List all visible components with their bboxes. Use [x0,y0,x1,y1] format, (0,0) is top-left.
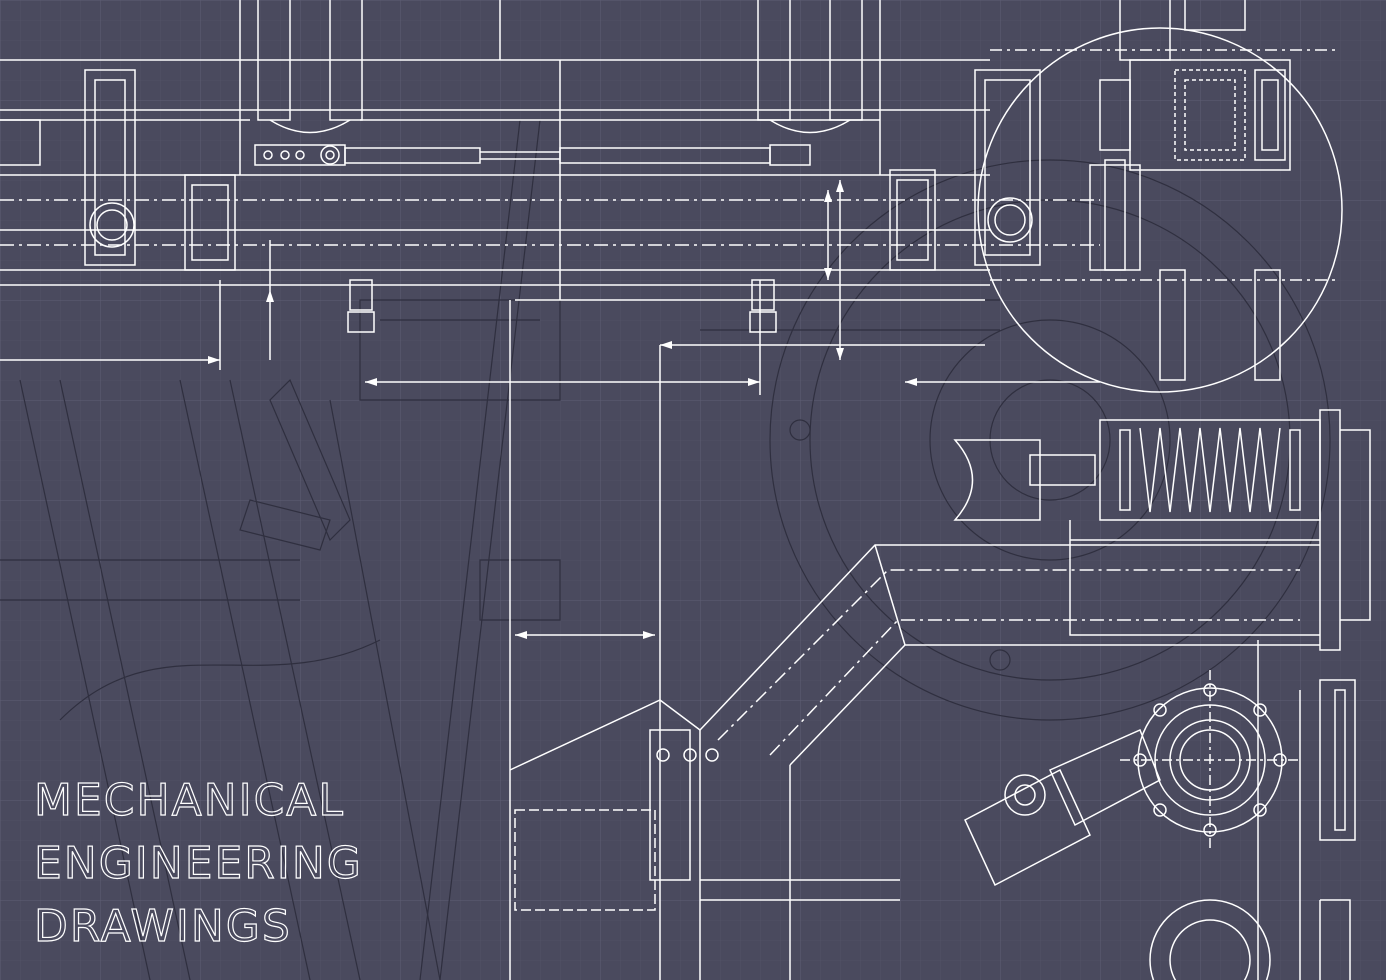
title-line-3: DRAWINGS [34,901,292,952]
title-block: MECHANICAL ENGINEERING DRAWINGS [33,774,363,952]
arrowheads [208,180,917,639]
title-line-2: ENGINEERING [34,838,363,889]
title-line-1: MECHANICAL [34,775,345,826]
